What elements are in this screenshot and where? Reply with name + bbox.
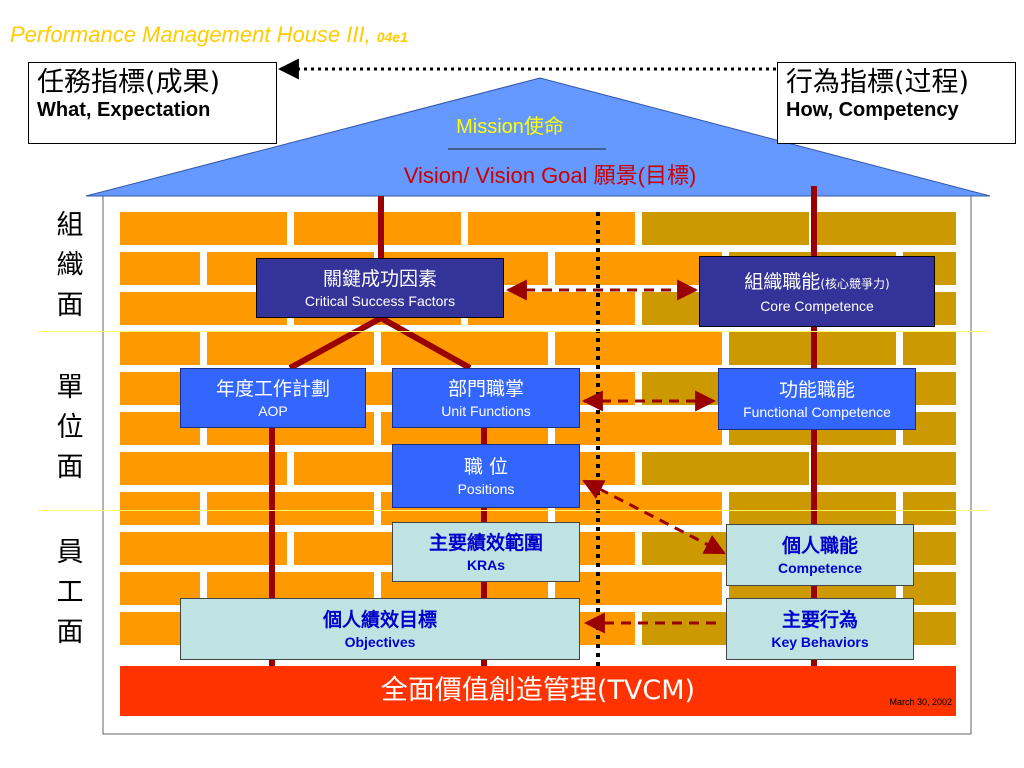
- foundation-label: 全面價值創造管理(TVCM): [380, 675, 696, 706]
- node-func-en: Functional Competence: [743, 404, 891, 420]
- node-comp-en: Competence: [777, 560, 863, 576]
- box-what-en: What, Expectation: [37, 99, 211, 121]
- node-pos-zh: 職 位: [463, 456, 509, 478]
- brick: [120, 252, 200, 285]
- node-aop: 年度工作計劃 AOP: [180, 368, 366, 428]
- band-label-unit: 單 位 面: [56, 372, 84, 483]
- brick: [555, 252, 722, 285]
- brick: [381, 332, 548, 365]
- brick: [555, 492, 722, 525]
- node-csf-en: Critical Success Factors: [304, 293, 456, 309]
- brick: [816, 212, 956, 245]
- node-functional-competence: 功能職能 Functional Competence: [718, 368, 916, 430]
- brick: [903, 332, 956, 365]
- node-csf-zh: 關鍵成功因素: [322, 268, 437, 290]
- node-kb-en: Key Behaviors: [771, 634, 869, 650]
- box-how-en: How, Competency: [786, 99, 959, 121]
- node-core-zh-small: (核心競爭力): [820, 276, 890, 291]
- node-comp-zh: 個人職能: [781, 535, 858, 557]
- brick: [468, 212, 635, 245]
- brick: [120, 492, 200, 525]
- node-obj-zh: 個人績效目標: [322, 609, 437, 631]
- brick: [816, 452, 956, 485]
- slide-title-main: Performance Management House III,: [10, 22, 371, 47]
- node-unit-functions: 部門職掌 Unit Functions: [392, 368, 580, 428]
- foundation-slab: [120, 666, 956, 716]
- node-core-competence: 組織職能(核心競爭力) Core Competence: [699, 256, 935, 327]
- node-core-en: Core Competence: [760, 297, 874, 314]
- brick: [120, 532, 287, 565]
- node-kra-zh: 主要績效範圍: [428, 532, 543, 554]
- node-positions: 職 位 Positions: [392, 444, 580, 508]
- band-label-organization: 組 織 面: [56, 210, 84, 321]
- slide-title-sub: 04e1: [376, 29, 408, 45]
- node-kras: 主要績效範圍 KRAs: [392, 522, 580, 582]
- brick: [903, 492, 956, 525]
- band-separator: [38, 331, 988, 332]
- node-critical-success-factors: 關鍵成功因素 Critical Success Factors: [256, 258, 504, 318]
- brick: [555, 572, 722, 605]
- node-pos-en: Positions: [457, 481, 515, 497]
- brick: [120, 212, 287, 245]
- box-what-zh: 任務指標(成果): [37, 67, 221, 98]
- node-unit-zh: 部門職掌: [447, 378, 524, 400]
- band-label-employee: 員 工 面: [56, 537, 84, 648]
- node-unit-en: Unit Functions: [441, 403, 531, 419]
- node-aop-zh: 年度工作計劃: [215, 378, 330, 400]
- node-kra-en: KRAs: [466, 557, 506, 573]
- vision-label: Vision/ Vision Goal 願景(目標): [403, 163, 697, 188]
- mission-label: Mission使命: [456, 116, 564, 138]
- node-kb-zh: 主要行為: [781, 609, 858, 631]
- brick: [555, 332, 722, 365]
- brick: [294, 212, 461, 245]
- brick: [642, 212, 809, 245]
- brick: [207, 492, 374, 525]
- brick: [642, 452, 809, 485]
- brick: [555, 412, 722, 445]
- brick: [120, 332, 200, 365]
- brick: [120, 452, 287, 485]
- date-label: March 30, 2002: [889, 697, 952, 707]
- node-core-zh: 組織職能: [744, 270, 821, 293]
- node-competence: 個人職能 Competence: [726, 524, 914, 586]
- box-how-competency: 行為指標(过程) How, Competency: [777, 62, 1016, 144]
- box-what-expectation: 任務指標(成果) What, Expectation: [28, 62, 277, 144]
- node-aop-en: AOP: [258, 403, 288, 419]
- node-obj-en: Objectives: [344, 634, 416, 650]
- node-objectives: 個人績效目標 Objectives: [180, 598, 580, 660]
- slide-title: Performance Management House III, 04e1: [10, 22, 408, 48]
- roof: [85, 77, 991, 197]
- arrow-pos-comp: [582, 479, 726, 555]
- node-key-behaviors: 主要行為 Key Behaviors: [726, 598, 914, 660]
- band-separator: [38, 510, 988, 511]
- box-how-zh: 行為指標(过程): [786, 67, 970, 98]
- node-func-zh: 功能職能: [778, 379, 855, 401]
